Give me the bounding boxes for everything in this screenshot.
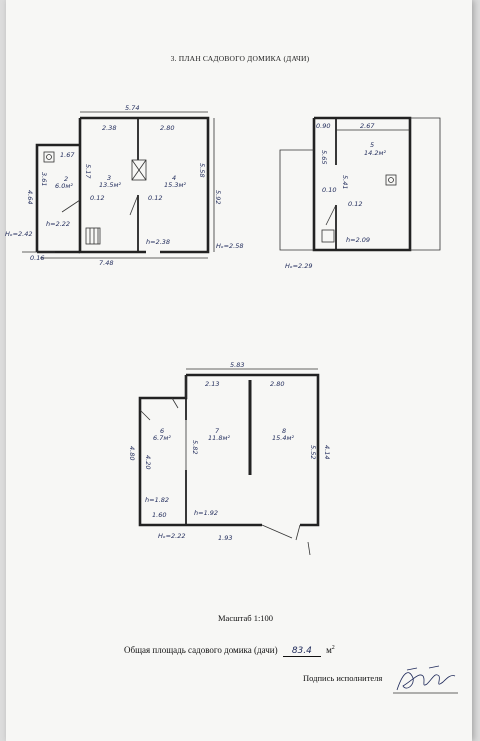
plan1-dim-bottom-a: 0.16 (30, 254, 44, 262)
plan2-height: h=2.09 (346, 236, 370, 244)
plan3-dim-bottom-total: 1.93 (218, 534, 232, 542)
plan1-dim-bottom-total: 7.48 (99, 259, 113, 267)
total-area-row: Общая площадь садового домика (дачи) 83.… (124, 645, 335, 657)
plan2-room5-num: 5 (370, 141, 374, 149)
plan2-dim-left-b: 5.65 (320, 150, 328, 164)
plan1-room4-area: 15.3м² (164, 181, 186, 189)
plan1-dim-left-narrow: 1.67 (60, 151, 75, 159)
total-area-value: 83.4 (282, 646, 321, 657)
page-title: 3. ПЛАН САДОВОГО ДОМИКА (ДАЧИ) (170, 54, 310, 63)
signature-label: Подпись исполнителя (303, 673, 383, 683)
plan1-dim-left-outer: 4.64 (26, 190, 34, 204)
plan3-height-left: h=1.82 (145, 496, 169, 504)
plan1-dim-top-left: 2.38 (102, 124, 116, 132)
plan2-dim-inner: 5.41 (341, 175, 349, 189)
plan3-dim-left-inner: 4.20 (144, 455, 152, 469)
plan3-dim-top-total: 5.83 (230, 361, 244, 369)
plan1-dim-inner-a: 5.17 (84, 164, 92, 179)
plan1-dim-top-total: 5.74 (125, 104, 139, 112)
scale-label: Масштаб 1:100 (218, 613, 274, 623)
plan1-dim-right-side: 5.92 (214, 190, 222, 204)
plan2-dim-top: 2.67 (360, 122, 375, 130)
plan3-height-mid: h=1.92 (194, 509, 218, 517)
plan1-room2-num: 2 (64, 175, 68, 183)
plan3-level: Hₒ=2.22 (158, 532, 186, 540)
plan1-dim-top-right: 2.80 (160, 124, 174, 132)
plan3-dim-left-outer: 4.80 (128, 446, 136, 460)
plan1-dim-right-inner: 5.58 (198, 163, 206, 177)
plan1-room2-area: 6.0м² (55, 182, 73, 190)
total-area-label: Общая площадь садового домика (дачи) (124, 645, 278, 655)
signature-image (393, 665, 458, 694)
plan1-level-right: Hₒ=2.58 (216, 242, 244, 250)
plan3-dim-top-right: 2.80 (270, 380, 284, 388)
plan3-room8-num: 8 (282, 427, 286, 435)
plan1-dim-wall-a: 0.12 (90, 194, 104, 202)
plan1-room3-num: 3 (107, 174, 111, 182)
total-area-unit: м2 (326, 645, 335, 655)
plan3-dim-top-left: 2.13 (205, 380, 219, 388)
plan2-dim-wall-a: 0.10 (322, 186, 336, 194)
plan1-height-mid: h=2.38 (146, 238, 170, 246)
plan1-level-left: Hₒ=2.42 (5, 230, 33, 238)
plan3-dim-right-inner: 5.52 (309, 445, 317, 459)
plan1-dim-left-inner: 3.61 (40, 172, 48, 186)
plan2-level: Hₒ=2.29 (285, 262, 313, 270)
plan3-dim-bottom-left: 1.60 (152, 511, 166, 519)
plan1-room4-num: 4 (172, 174, 176, 182)
plan1-height-left: h=2.22 (46, 220, 70, 228)
plan3-room7-num: 7 (215, 427, 220, 435)
plan2-dim-wall-b: 0.12 (348, 200, 362, 208)
plan3-dim-right-outer: 4.14 (323, 445, 331, 459)
plan2-dim-left-a: 0.90 (316, 122, 330, 130)
plan1-dim-wall-b: 0.12 (148, 194, 162, 202)
plan3-room7-area: 11.8м² (208, 434, 230, 442)
plan1-room3-area: 13.5м² (99, 181, 121, 189)
plan3-room6-num: 6 (160, 427, 164, 435)
plan3-room6-area: 6.7м² (153, 434, 171, 442)
plan3-dim-mid: 5.82 (191, 440, 199, 454)
document-page (6, 0, 472, 741)
plan2-room5-area: 14.2м² (364, 149, 386, 157)
plan3-room8-area: 15.4м² (272, 434, 294, 442)
